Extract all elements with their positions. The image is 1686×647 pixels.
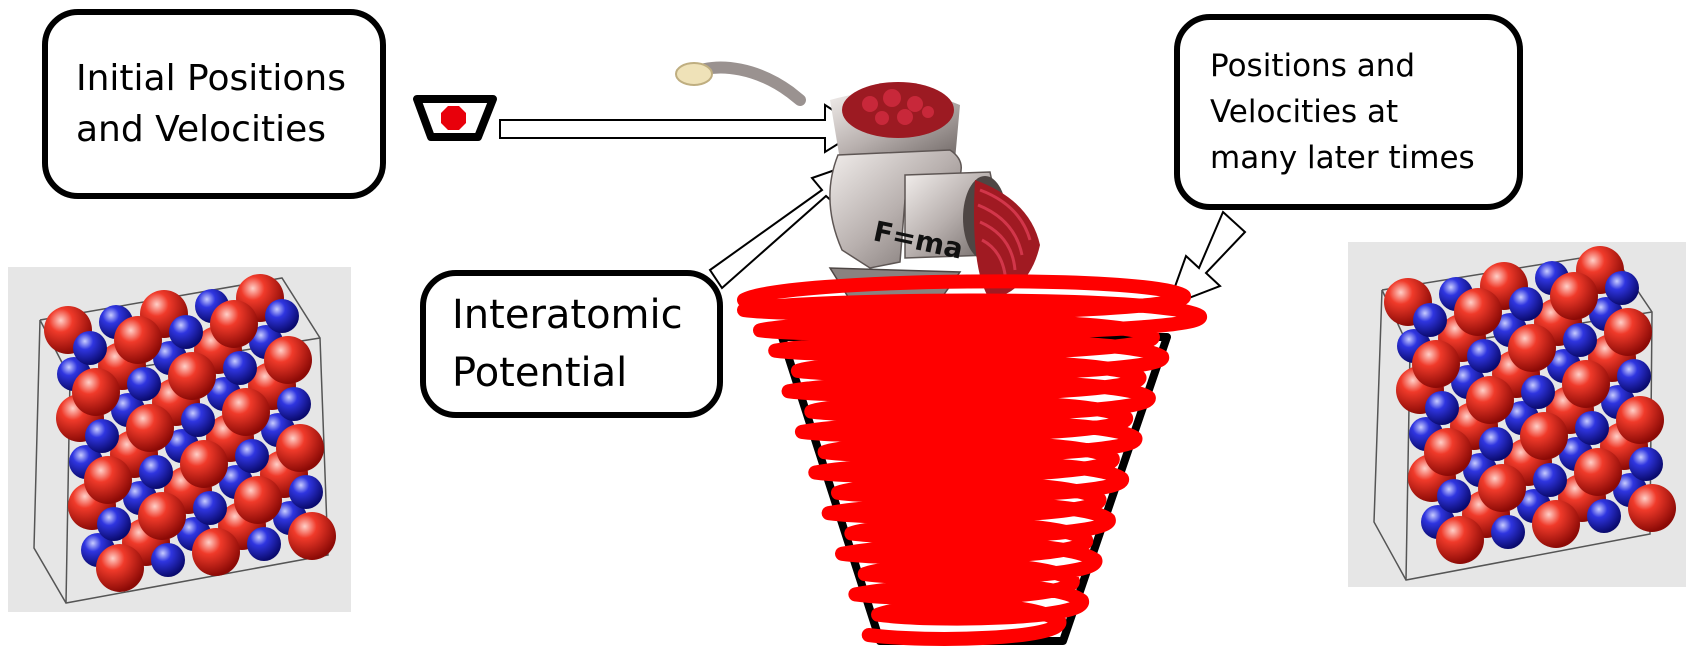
atom-red bbox=[1454, 288, 1502, 336]
atom-red bbox=[276, 424, 324, 472]
atom-red bbox=[1604, 308, 1652, 356]
atom-red bbox=[1466, 376, 1514, 424]
atom-blue bbox=[223, 351, 257, 385]
atom-red bbox=[1508, 324, 1556, 372]
atom-red bbox=[210, 300, 258, 348]
crystal-lattice-right bbox=[1348, 242, 1686, 587]
atom-red bbox=[96, 544, 144, 592]
atom-blue bbox=[1587, 499, 1621, 533]
atom-blue bbox=[1479, 427, 1513, 461]
atom-blue bbox=[127, 367, 161, 401]
atom-blue bbox=[1509, 287, 1543, 321]
atom-blue bbox=[85, 419, 119, 453]
atom-blue bbox=[193, 491, 227, 525]
atom-blue bbox=[97, 507, 131, 541]
atom-red bbox=[126, 404, 174, 452]
input-arrow bbox=[500, 105, 862, 152]
initial-conditions-label: Initial Positions and Velocities bbox=[76, 53, 346, 155]
atom-red bbox=[192, 528, 240, 576]
later-states-label: Positions and Velocities at many later t… bbox=[1210, 43, 1475, 181]
atom-blue bbox=[289, 475, 323, 509]
atom-red bbox=[1424, 428, 1472, 476]
atom-blue bbox=[1575, 411, 1609, 445]
atom-blue bbox=[169, 315, 203, 349]
atom-red bbox=[1616, 396, 1664, 444]
atom-blue bbox=[181, 403, 215, 437]
interatomic-potential-box: Interatomic Potential bbox=[420, 270, 723, 418]
atom-red bbox=[1628, 484, 1676, 532]
atom-red bbox=[1532, 500, 1580, 548]
atom-red bbox=[114, 316, 162, 364]
atom-blue bbox=[1605, 271, 1639, 305]
atom-red bbox=[1574, 448, 1622, 496]
small-funnel-icon bbox=[417, 99, 493, 137]
atom-red bbox=[138, 492, 186, 540]
atom-red bbox=[288, 512, 336, 560]
atom-red bbox=[1520, 412, 1568, 460]
atom-red bbox=[84, 456, 132, 504]
atom-blue bbox=[1413, 303, 1447, 337]
atom-red bbox=[1562, 360, 1610, 408]
atom-blue bbox=[1533, 463, 1567, 497]
initial-conditions-box: Initial Positions and Velocities bbox=[42, 9, 386, 199]
atom-blue bbox=[1617, 359, 1651, 393]
atom-blue bbox=[247, 527, 281, 561]
atom-red bbox=[1436, 516, 1484, 564]
atom-red bbox=[180, 440, 228, 488]
atom-blue bbox=[277, 387, 311, 421]
atom-red bbox=[1478, 464, 1526, 512]
crystal-lattice-left bbox=[8, 267, 351, 612]
atom-blue bbox=[151, 543, 185, 577]
atom-blue bbox=[73, 331, 107, 365]
atom-blue bbox=[1437, 479, 1471, 513]
atom-red bbox=[1412, 340, 1460, 388]
later-states-box: Positions and Velocities at many later t… bbox=[1174, 14, 1523, 210]
atom-red bbox=[234, 476, 282, 524]
atom-blue bbox=[265, 299, 299, 333]
atom-red bbox=[222, 388, 270, 436]
atom-blue bbox=[1425, 391, 1459, 425]
atom-red bbox=[168, 352, 216, 400]
atom-blue bbox=[1467, 339, 1501, 373]
atom-red bbox=[264, 336, 312, 384]
atom-red bbox=[72, 368, 120, 416]
atom-blue bbox=[1491, 515, 1525, 549]
atom-blue bbox=[1563, 323, 1597, 357]
interatomic-potential-label: Interatomic Potential bbox=[452, 286, 683, 402]
atom-blue bbox=[235, 439, 269, 473]
trajectory-scribble bbox=[744, 281, 1200, 639]
atom-red bbox=[1550, 272, 1598, 320]
atom-blue bbox=[1521, 375, 1555, 409]
atom-blue bbox=[139, 455, 173, 489]
atom-blue bbox=[1629, 447, 1663, 481]
